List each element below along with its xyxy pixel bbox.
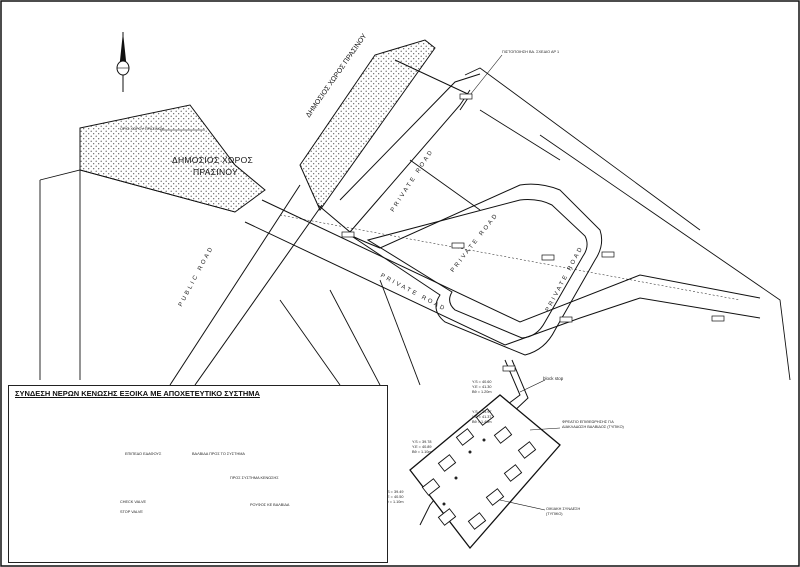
parcel-lines-east — [409, 67, 791, 381]
level-ye: Y.E = 40.50 — [384, 495, 404, 499]
level-readout: Y.S = 39.49 Y.E = 40.50 Bθ = 1.10m — [384, 490, 404, 505]
parcel-lines-south — [279, 279, 421, 386]
public-space-label: ΔΗΜΟΣΙΟΣ ΧΩΡΟΣ — [172, 155, 254, 165]
level-ys: Y.S = 40.60 — [472, 380, 492, 384]
legend-title: ΣΥΝΔΕΣΗ ΝΕΡΩΝ ΚΕΝΩΣΗΣ ΕΞΟΙΚΑ ΜΕ ΑΠΟΧΕΤΕΥ… — [15, 389, 260, 398]
north-arrow-icon — [116, 32, 130, 92]
private-road-main — [244, 199, 761, 346]
level-readout: Y.S = 40.60 Y.E = 41.30 Bθ = 1.20m — [472, 380, 492, 395]
public-road — [169, 184, 323, 386]
private-road-loop — [349, 183, 603, 356]
parcel-lines-west — [39, 169, 236, 380]
legend-label-direction: ΠΡΟΣ ΣΥΣΤΗΜΑ ΚΕΝΩΣΗΣ — [230, 476, 279, 480]
level-readout: Y.S = 39.78 Y.E = 40.89 Bθ = 1.10m — [412, 440, 432, 455]
level-readout: Y.S = 39.97 Y.E = 41.37 Bθ = 1.40m — [472, 410, 492, 425]
level-markers — [341, 93, 725, 372]
level-depth: Bθ = 1.10m — [412, 450, 432, 454]
level-depth: Bθ = 1.40m — [472, 420, 492, 424]
level-ys: Y.S = 39.78 — [412, 440, 432, 444]
level-ys: Y.S = 39.97 — [472, 410, 492, 414]
public-space-sub-label: ΠΡΑΣΙΝΟΥ — [193, 167, 239, 177]
legend-label-level: ΕΠΙΠΕΔΟ ΕΔΑΦΟΥΣ — [125, 452, 162, 456]
level-ye: Y.E = 40.89 — [412, 445, 432, 449]
level-ys: Y.S = 39.49 — [384, 490, 404, 494]
public-green-strip — [299, 39, 436, 212]
level-ye: Y.E = 41.37 — [472, 415, 492, 419]
green-boundary-label: ΟΡΙΟ ΧΩΡΟΥ ΠΡΑΣΙΝΟΥ — [120, 127, 164, 131]
house-connection-label: ΟΙΚΙΑΚΗ ΣΥΝΔΕΣΗ (ΤΥΠΙΚΟ) — [546, 507, 581, 516]
leader-lines — [160, 54, 561, 511]
cadastral-ref-label: ΠΙΣΤΟΠΟΙΗΣΗ ΒΑ. ΣΧΕΔΙΟ ΑΡ 1 — [502, 50, 560, 54]
block-stop-label: block stop — [543, 376, 564, 381]
legend-label-stop: STOP VALVE — [120, 510, 143, 514]
level-ye: Y.E = 41.30 — [472, 385, 492, 389]
level-depth: Bθ = 1.20m — [472, 390, 492, 394]
legend-panel: ΣΥΝΔΕΣΗ ΝΕΡΩΝ ΚΕΝΩΣΗΣ ΕΞΟΙΚΑ ΜΕ ΑΠΟΧΕΤΕΥ… — [8, 385, 388, 563]
housing-cluster — [409, 394, 561, 550]
legend-label-check: CHECK VALVE — [120, 500, 147, 504]
legend-label-pump: ΡΟΥΦΟΣ ΚΕ ΒΑΛΒΙΔΑ — [250, 503, 290, 507]
legend-label-valve: ΒΑΛΒΙΔΑ ΠΡΟΣ ΤΟ ΣΥΣΤΗΜΑ — [192, 452, 245, 456]
level-depth: Bθ = 1.10m — [384, 500, 404, 504]
manhole-label: ΦΡΕΑΤΙΟ ΕΠΙΘΕΩΡΗΣΗΣ ΓΙΑ ΔΙΑΚΛΑΔΩΣΗ ΒΑΛΒΙ… — [562, 420, 624, 429]
